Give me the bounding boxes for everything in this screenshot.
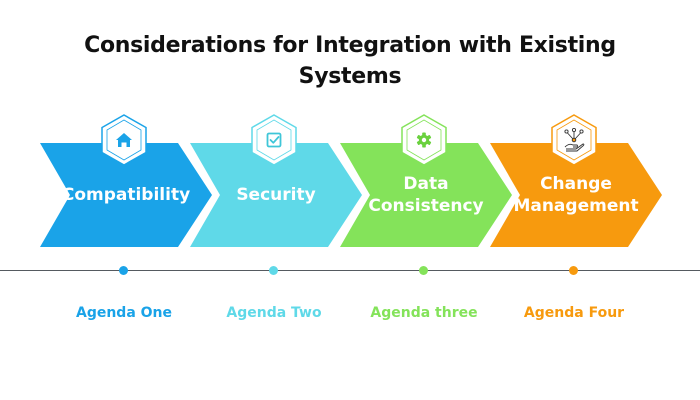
slide-title: Considerations for Integration with Exis… [0,30,700,92]
timeline-dot [119,266,128,275]
step-label: Data Consistency [368,174,484,216]
step-compatibility: Compatibility [40,143,212,247]
home-icon-badge [101,114,147,166]
agenda-label: Agenda three [370,305,478,321]
step-security: Security [190,143,362,247]
checkbox-icon-badge [251,114,297,166]
chevron-arrow [40,143,212,247]
chevron-arrow [490,143,662,247]
agenda-label: Agenda Four [523,305,625,321]
timeline-dot [269,266,278,275]
checkbox-icon [266,132,282,148]
agenda-label: Agenda Two [226,305,322,321]
title-line-1: Considerations for Integration with Exis… [84,33,616,58]
chevron-arrow [340,143,512,247]
step-label: Change Management [513,174,639,216]
step-data-consistency: Data Consistency [340,143,512,247]
step-label: Security [236,185,316,205]
step-label: Compatibility [61,185,191,205]
chevron-arrow [190,143,362,247]
step-change-management: Change Management [490,143,662,247]
title-line-2: Systems [298,64,402,89]
gear-icon-badge [401,114,447,166]
network-hand-icon-badge [551,114,597,166]
timeline-dot [569,266,578,275]
network-hand-icon [564,127,585,152]
timeline-line [0,270,700,271]
gear-icon [416,132,432,148]
home-icon [116,133,132,147]
agenda-label: Agenda One [75,305,173,321]
timeline-dot [419,266,428,275]
